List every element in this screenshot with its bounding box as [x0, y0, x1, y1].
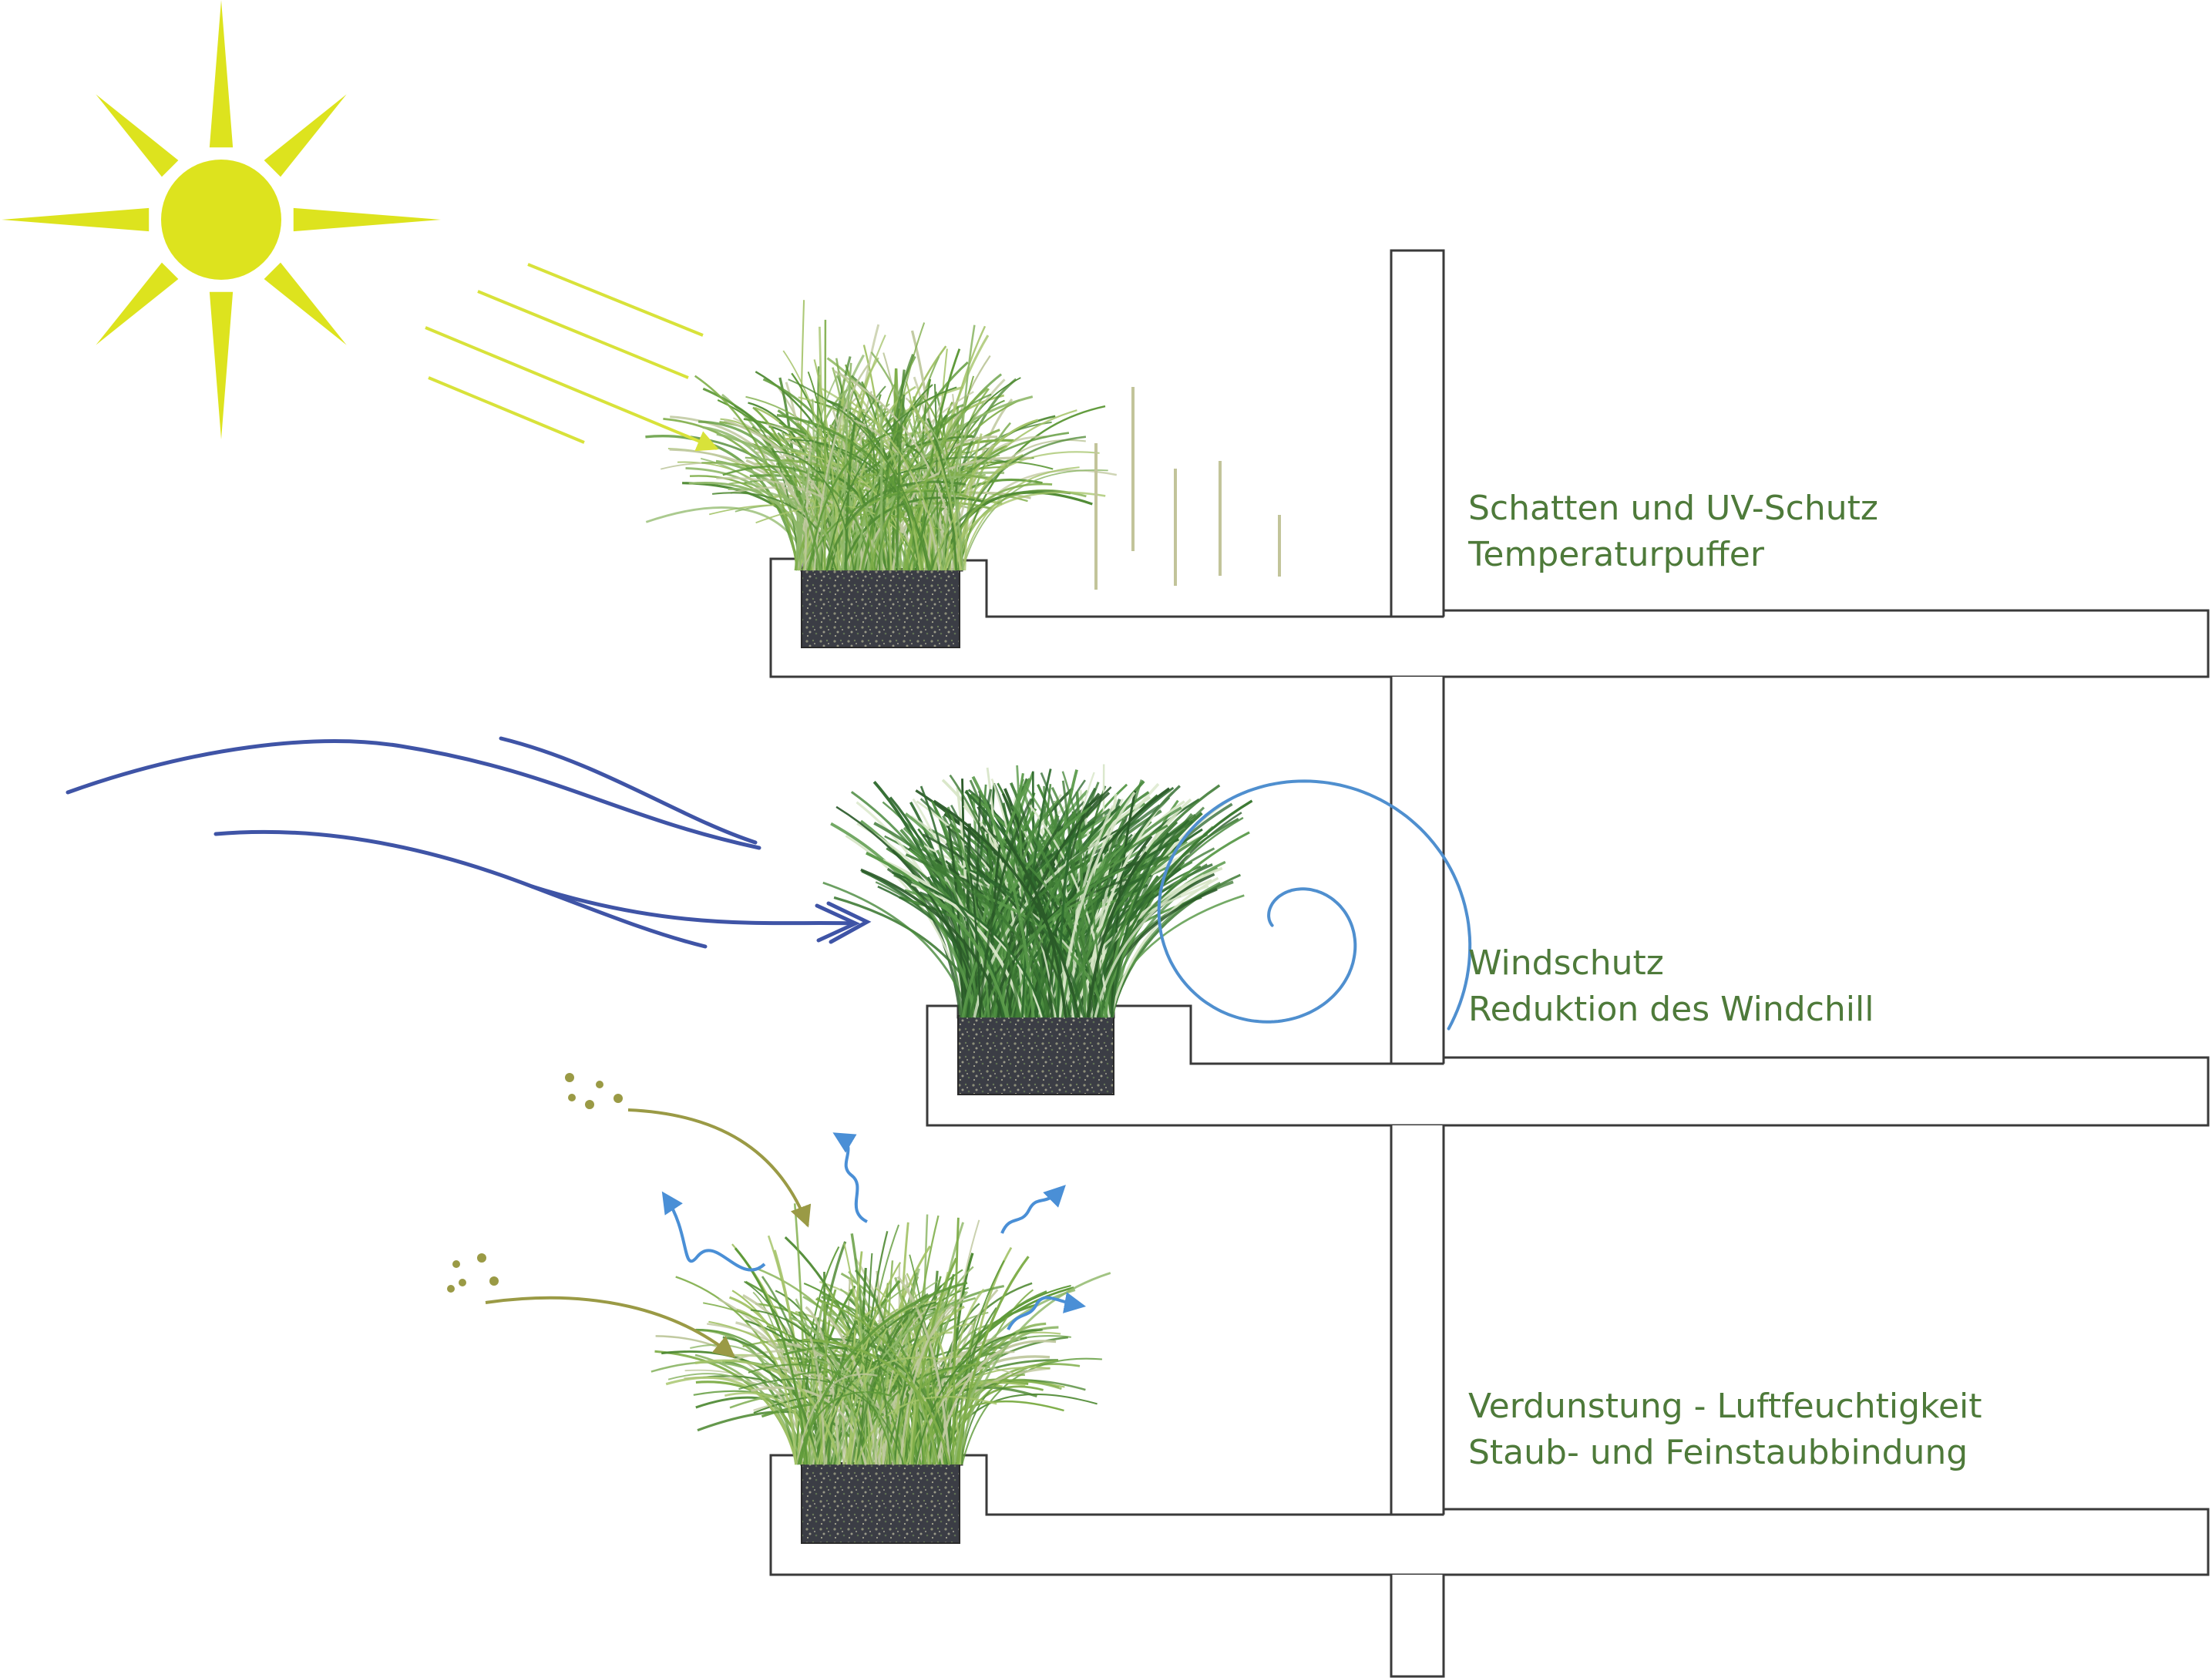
- sun-ray-icon: [209, 291, 234, 439]
- wind-vortex-icon: [1157, 779, 1472, 1031]
- ornamental-grass-3: [650, 1203, 1111, 1465]
- dust-particles: [447, 1073, 623, 1293]
- planter-3: [801, 1462, 960, 1544]
- sun-ray-icon: [2, 207, 150, 232]
- sun-ray-icon: [264, 94, 347, 177]
- label-wind-protection: Windschutz: [1468, 943, 1664, 983]
- label-level-2: Windschutz Reduktion des Windchill: [1468, 943, 1874, 1029]
- sun-ray-icon: [264, 262, 347, 345]
- label-dust-binding: Staub- und Feinstaubbindung: [1468, 1433, 1968, 1472]
- ornamental-grass-1: [645, 300, 1118, 571]
- label-windchill-reduction: Reduktion des Windchill: [1468, 990, 1874, 1029]
- label-shade-uv: Schatten und UV-Schutz: [1468, 489, 1878, 528]
- sun-ray-icon: [96, 262, 179, 345]
- label-level-3: Verdunstung - Luftfeuchtigkeit Staub- un…: [1468, 1387, 1982, 1472]
- shade-lines: [1094, 387, 1281, 590]
- sun-ray-icon: [209, 0, 234, 148]
- evaporation-arrows: [661, 1132, 1087, 1330]
- dust-arrows: [485, 1108, 812, 1358]
- ornamental-grass-2: [822, 764, 1253, 1018]
- sun-icon: [2, 0, 441, 439]
- sun-ray-icon: [96, 94, 179, 177]
- label-evaporation-humidity: Verdunstung - Luftfeuchtigkeit: [1468, 1387, 1982, 1426]
- wind-arrows: [66, 736, 872, 949]
- building-structure: [769, 249, 2210, 1678]
- label-temperature-buffer: Temperaturpuffer: [1468, 535, 1764, 574]
- planter-1: [801, 568, 960, 648]
- sun-rays: [425, 263, 719, 452]
- planter-2: [957, 1015, 1114, 1095]
- sun-ray-icon: [293, 207, 441, 232]
- label-level-1: Schatten und UV-Schutz Temperaturpuffer: [1468, 489, 1878, 574]
